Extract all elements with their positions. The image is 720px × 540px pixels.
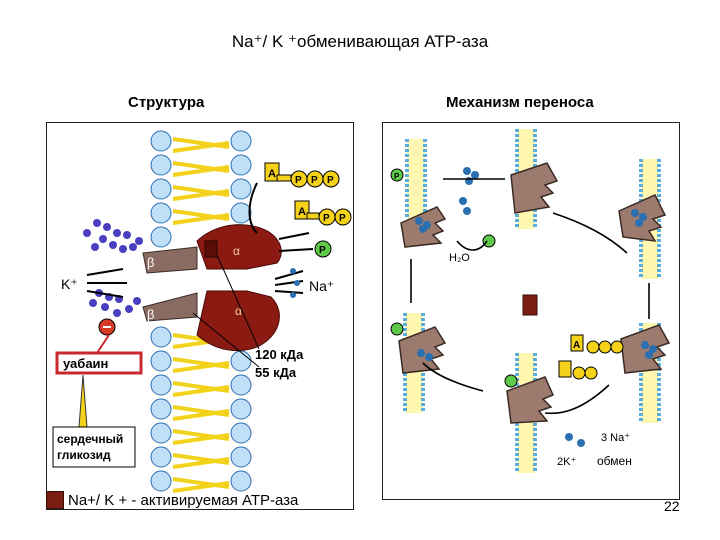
slide-title: Na⁺/ K ⁺обменивающая АТР-аза [231,32,489,51]
pump-state-2 [510,162,559,214]
atp-arrows [248,182,314,252]
beta-label-2: β [147,307,154,322]
footer-caption: Na+/ K + - активируемая АТР-аза [46,491,298,509]
glycoside-label-2: гликозид [57,448,111,462]
glycan-chains [83,219,143,317]
svg-text:P: P [327,175,334,186]
sodium-label: 3 Na⁺ [601,432,630,444]
lipid-tails [172,137,230,493]
phosphate-label-1: P [295,175,302,186]
adp-a-label: A [298,206,306,218]
pump-conformations [398,162,671,424]
atp-symbol-1: A P P P [264,162,340,188]
atp-a-label: A [573,340,580,351]
adp-symbol: A P P [294,200,352,226]
svg-text:P: P [311,175,318,186]
beta-subunit-top [142,246,198,274]
beta-mass-label: 55 кДа [255,365,297,380]
lipid-heads-left [150,130,172,492]
mass-labels: 120 кДа 55 кДа [192,254,304,380]
footer-marker [46,491,64,509]
glycoside-callout: сердечный гликозид [52,374,136,468]
atp-a-label: A [268,168,276,180]
phosphate-label: P [394,172,400,181]
adp-symbol [558,360,598,380]
structure-figure: β β α α A P P P A P P P [46,122,354,510]
alpha-mass-label: 120 кДа [255,347,304,362]
phosphate-markers [390,168,518,388]
footer-caption-text: Na+/ K + - активируемая АТР-аза [68,491,299,509]
water-label: H₂O [449,252,470,264]
svg-text:P: P [339,213,346,224]
center-marker [522,294,538,316]
subunit-marker [204,240,218,258]
structure-diagram: β β α α A P P P A P P P [52,130,352,493]
sodium-ions [415,167,657,447]
alpha-label-2: α [235,304,242,318]
exchange-label: обмен [597,454,632,468]
phosphate-label-2: P [319,245,326,256]
cycle-arrows [410,178,650,415]
beta-label-1: β [147,255,154,270]
page-number: 22 [664,498,680,514]
mechanism-diagram: P A H₂O 3 Na⁺ 2K⁺ обм [390,129,671,473]
svg-text:K⁺: K⁺ [61,276,78,292]
svg-text:Na⁺: Na⁺ [309,278,334,294]
sodium-ion: Na⁺ [274,268,334,298]
alpha-label-1: α [233,244,240,258]
structure-heading: Структура [128,94,205,111]
beta-subunit-bottom [142,292,198,322]
ouabain-inhibitor: уабаин [55,318,143,375]
lipid-bilayer [150,130,252,493]
free-phosphate: P [314,240,332,258]
svg-text:P: P [323,213,330,224]
membrane-top-left [405,139,427,219]
ouabain-label: уабаин [63,356,108,371]
pump-state-5 [506,376,555,424]
potassium-ion: K⁺ [61,268,127,298]
mechanism-heading: Механизм переноса [446,94,594,111]
mechanism-figure: P A H₂O 3 Na⁺ 2K⁺ обм [382,122,680,500]
potassium-label: 2K⁺ [557,456,576,468]
atp-symbol: A [570,334,624,354]
glycoside-label-1: сердечный [57,432,123,446]
